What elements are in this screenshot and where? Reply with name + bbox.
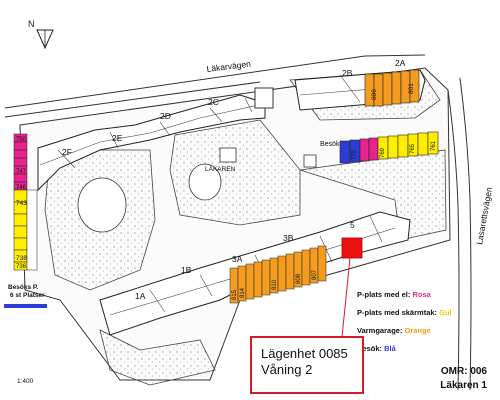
building-label: 1A xyxy=(135,291,146,301)
lawn xyxy=(188,163,222,201)
parking-number: 743 xyxy=(16,200,27,207)
roof-ridges xyxy=(39,104,259,166)
road-label-north: Läkarvägen xyxy=(206,59,252,74)
road-edge xyxy=(4,81,261,118)
parking-number: 738 xyxy=(16,255,27,262)
parking-block-2a xyxy=(364,69,420,107)
courtyard-label: LÄKAREN xyxy=(205,165,236,173)
road-edge xyxy=(459,77,472,391)
road-edge xyxy=(4,54,426,109)
annex xyxy=(254,87,274,109)
building-2 xyxy=(37,94,266,192)
parking-number: 806 xyxy=(371,89,378,100)
legend-garage: Varmgarage: Orange xyxy=(357,326,431,335)
parking-number: 747 xyxy=(16,169,27,175)
parking-number: 814 xyxy=(240,287,246,298)
roof-ridges xyxy=(57,97,253,169)
building-label: 2E xyxy=(112,133,123,143)
legend-garage-value: Orange xyxy=(404,326,431,335)
parking-number: 765 xyxy=(410,143,416,154)
playground xyxy=(219,147,237,163)
visitor-label: Besök xyxy=(320,141,340,148)
parking-number: 736 xyxy=(16,264,27,270)
road-label-east: Lasarettsvägen xyxy=(474,186,494,245)
visitor-parking-west xyxy=(4,304,47,308)
legend-visit: Besök: Blå xyxy=(357,344,396,353)
apartment-callout: Lägenhet 0085 Våning 2 xyxy=(250,336,364,394)
callout-line2: Våning 2 xyxy=(261,362,313,377)
parking-number: 772 xyxy=(352,149,358,160)
building-label: 3A xyxy=(232,254,243,264)
ground-area xyxy=(99,329,216,386)
building-label: 5 xyxy=(350,220,355,230)
building-label: 2C xyxy=(208,97,219,107)
legend-carport-label: P-plats med skärmtak: xyxy=(357,308,438,317)
lawn xyxy=(77,177,127,233)
building-label: 2B xyxy=(342,68,353,78)
scale-label: 1:400 xyxy=(17,378,34,385)
legend-el: P-plats med el: Rosa xyxy=(357,290,431,299)
visitor-parking-label-line: 6 st Platser xyxy=(10,292,45,299)
omr-name: Läkaren 1 xyxy=(440,380,487,391)
parking-row-south xyxy=(229,245,327,304)
building-label: 2A xyxy=(395,58,406,68)
legend-garage-label: Varmgarage: xyxy=(357,326,403,335)
parking-number: 761 xyxy=(431,140,437,151)
callout-pointer xyxy=(341,257,351,338)
apartment-marker xyxy=(341,237,363,259)
building-label: 2D xyxy=(160,111,171,121)
visitor-parking-label: Besöks P. 6 st Platser xyxy=(8,284,45,299)
parking-number: 810 xyxy=(272,279,278,290)
road-edge xyxy=(447,89,460,391)
parking-column-west xyxy=(13,133,38,271)
legend-visit-label: Besök: xyxy=(357,344,383,353)
legend-carport: P-plats med skärmtak: Gul xyxy=(357,308,452,317)
legend-visit-value: Blå xyxy=(384,344,396,353)
north-label: N xyxy=(28,19,35,29)
visitor-parking-label-line: Besöks P. xyxy=(8,284,38,291)
legend-el-label: P-plats med el: xyxy=(357,290,411,299)
north-arrow-icon xyxy=(36,29,54,50)
parking-number: 807 xyxy=(312,269,318,280)
callout-line1: Lägenhet 0085 xyxy=(261,346,348,361)
omr-code: OMR: 006 xyxy=(440,366,487,377)
building-label: 2F xyxy=(62,147,72,157)
shed xyxy=(303,154,317,168)
parking-number: 808 xyxy=(296,273,302,284)
parking-number: 746 xyxy=(16,185,27,191)
legend-el-value: Rosa xyxy=(412,290,431,299)
parking-number: 769 xyxy=(380,147,386,158)
parking-row-east xyxy=(339,131,439,164)
building-label: 1B xyxy=(181,265,192,275)
parking-number: 801 xyxy=(408,83,415,94)
parking-number: 815 xyxy=(232,289,238,300)
building-label: 3B xyxy=(283,233,294,243)
parking-number: 750 xyxy=(16,137,27,143)
legend-carport-value: Gul xyxy=(439,308,452,317)
